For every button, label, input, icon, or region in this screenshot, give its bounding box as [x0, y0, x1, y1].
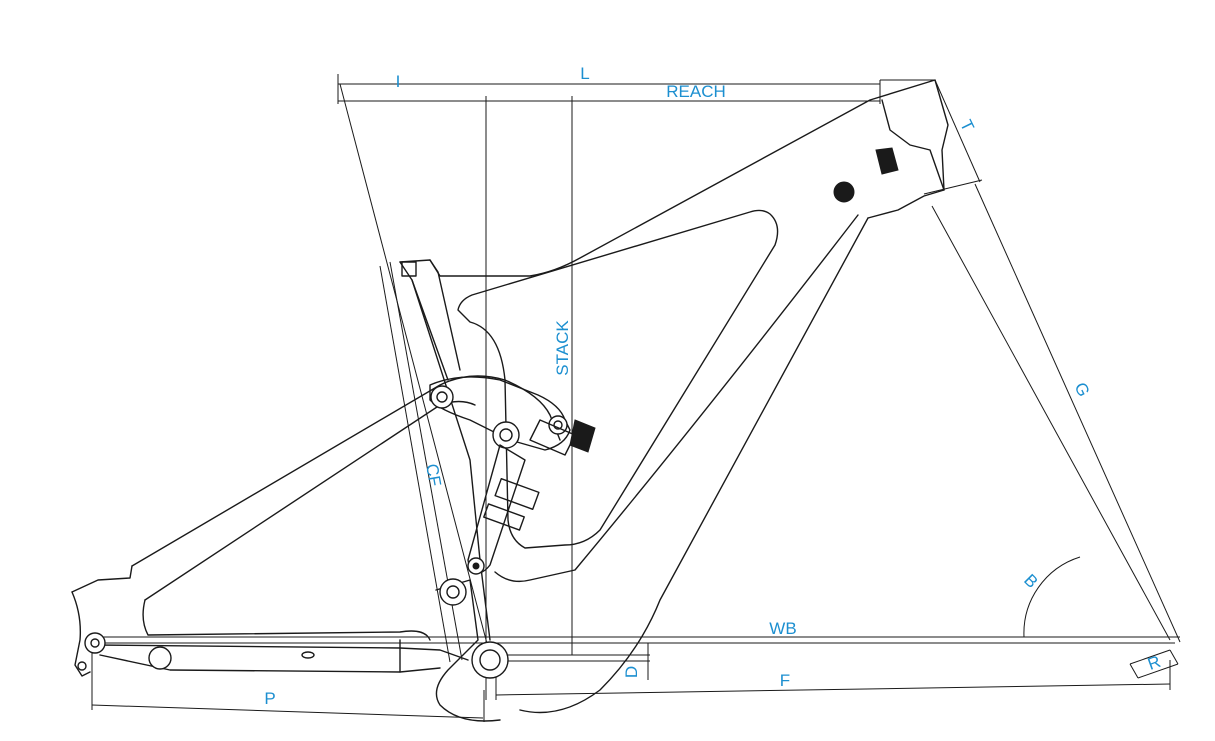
- label-WB: WB: [769, 619, 796, 638]
- pivots: [77, 181, 855, 679]
- label-B: B: [1020, 570, 1041, 591]
- label-G: G: [1071, 379, 1094, 399]
- front-triangle: [399, 79, 949, 714]
- label-STACK: STACK: [553, 320, 572, 376]
- label-P: P: [264, 689, 275, 708]
- label-R: R: [1145, 652, 1163, 674]
- label-D: D: [622, 666, 641, 678]
- rear-shock: [467, 147, 899, 575]
- label-F: F: [780, 671, 790, 690]
- dimension-labels: I L REACH T STACK G CF B WB D R F P: [264, 64, 1163, 708]
- label-I: I: [396, 72, 401, 91]
- label-L: L: [580, 64, 589, 83]
- label-T: T: [956, 117, 978, 135]
- dimension-lines: [90, 74, 1181, 722]
- label-CF: CF: [422, 462, 445, 488]
- label-REACH: REACH: [666, 82, 726, 101]
